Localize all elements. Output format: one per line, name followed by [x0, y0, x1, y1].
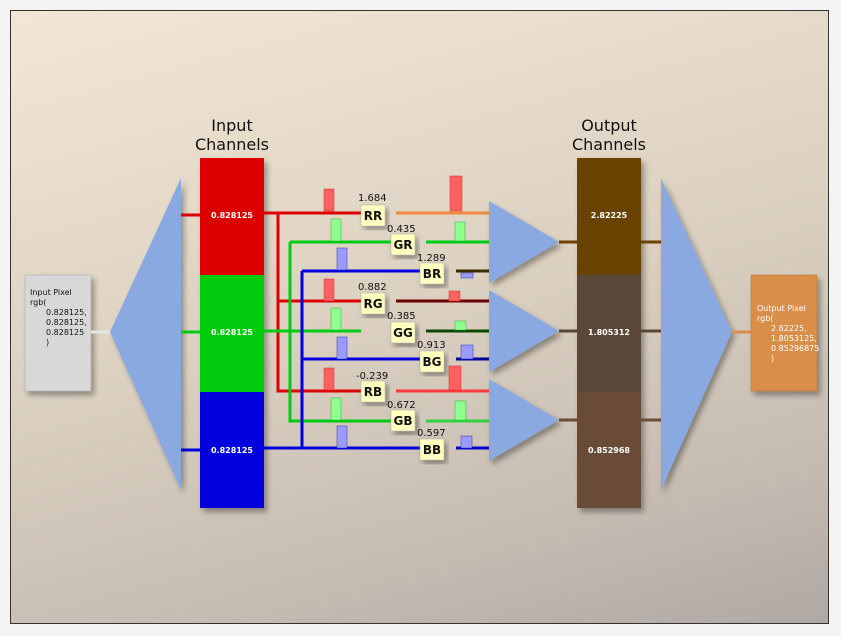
blue-mixer-triangle	[489, 379, 559, 461]
output-channels-title-line2: Channels	[572, 135, 646, 154]
red-routing-lines	[264, 211, 361, 393]
output-channels-column	[577, 158, 641, 508]
gr-output-bar	[454, 221, 466, 242]
input-green-value: 0.828125	[211, 328, 253, 337]
input-pixel-rgb-open: rgb(	[30, 298, 47, 307]
gb-output-bar	[454, 400, 467, 421]
output-green-value: 1.805312	[588, 328, 630, 337]
output-blue-value: 0.852968	[588, 446, 630, 455]
input-channels-title-line1: Input	[211, 116, 252, 135]
blue-routing-lines	[264, 269, 431, 450]
mixer-triangles	[489, 201, 559, 461]
output-pixel-r: 2.82225,	[771, 324, 807, 333]
output-red-channel	[577, 158, 641, 275]
rr-input-bar	[323, 188, 335, 212]
coefficient-bars	[323, 175, 474, 449]
gg-output-bar	[454, 320, 467, 331]
input-green-channel	[200, 275, 264, 392]
green-routing-lines	[264, 240, 391, 423]
input-blue-value: 0.828125	[211, 446, 253, 455]
input-channels-title-line2: Channels	[195, 135, 269, 154]
br-input-bar	[336, 247, 348, 271]
gb-input-bar	[330, 397, 342, 421]
gg-label: GG	[393, 326, 413, 340]
coefficient-labels: RR GR BR RG GG BG RB GB BB	[360, 204, 445, 461]
output-pixel-b: 0.85296875	[771, 344, 820, 353]
br-output-bar	[460, 272, 474, 279]
bb-output-bar	[460, 435, 473, 449]
input-splitter-triangle	[110, 178, 181, 490]
rb-output-bar	[448, 365, 462, 391]
output-merger-triangle	[661, 178, 732, 490]
gr-coefficient-value: 0.435	[387, 224, 416, 235]
rr-output-bar	[449, 175, 463, 212]
output-pixel-box	[750, 274, 818, 392]
input-pixel-g: 0.828125,	[46, 318, 87, 327]
gr-label: GR	[393, 238, 412, 252]
gr-input-bar	[330, 218, 342, 242]
rg-coefficient-value: 0.882	[358, 282, 387, 293]
output-pixel-title: Output Pixel	[757, 304, 806, 313]
rg-label: RG	[363, 297, 382, 311]
output-green-channel	[577, 275, 641, 392]
input-pixel-box	[24, 274, 92, 392]
rb-input-bar	[323, 367, 335, 391]
output-pixel-rgb-open: rgb(	[757, 314, 774, 323]
matrix-diagram: Input Channels 0.828125 0.828125 0.82812…	[24, 116, 818, 508]
input-blue-channel	[200, 392, 264, 508]
output-channels-title-line1: Output	[581, 116, 637, 135]
bg-coefficient-value: 0.913	[417, 340, 446, 351]
rg-input-bar	[323, 278, 335, 302]
rb-coefficient-value: -0.239	[356, 371, 388, 382]
bb-coefficient-value: 0.597	[417, 428, 446, 439]
rr-label: RR	[364, 209, 382, 223]
bb-input-bar	[336, 425, 348, 449]
rg-output-bar	[448, 290, 461, 302]
bb-label: BB	[423, 443, 441, 457]
input-pixel-r: 0.828125,	[46, 308, 87, 317]
gb-coefficient-value: 0.672	[387, 400, 416, 411]
input-pixel-rgb-close: )	[46, 338, 50, 347]
input-red-channel	[200, 158, 264, 275]
output-blue-channel	[577, 392, 641, 508]
output-red-value: 2.82225	[591, 211, 628, 220]
output-pixel-g: 1.8053125,	[771, 334, 817, 343]
input-channels-column	[200, 158, 264, 508]
input-red-value: 0.828125	[211, 211, 253, 220]
br-label: BR	[423, 267, 441, 281]
br-coefficient-value: 1.289	[417, 253, 446, 264]
diagram-canvas: Input Channels 0.828125 0.828125 0.82812…	[10, 10, 829, 624]
gb-label: GB	[394, 414, 413, 428]
gg-input-bar	[330, 307, 342, 331]
input-pixel-b: 0.828125	[46, 328, 85, 337]
gg-coefficient-value: 0.385	[387, 311, 416, 322]
rb-label: RB	[364, 385, 382, 399]
green-mixer-triangle	[489, 290, 559, 372]
rr-coefficient-value: 1.684	[358, 193, 387, 204]
red-mixer-triangle	[489, 201, 559, 283]
bg-input-bar	[336, 336, 348, 360]
input-pixel-title: Input Pixel	[30, 288, 72, 297]
bg-label: BG	[423, 355, 442, 369]
bg-output-bar	[460, 344, 474, 360]
output-pixel-rgb-close: )	[771, 354, 775, 363]
